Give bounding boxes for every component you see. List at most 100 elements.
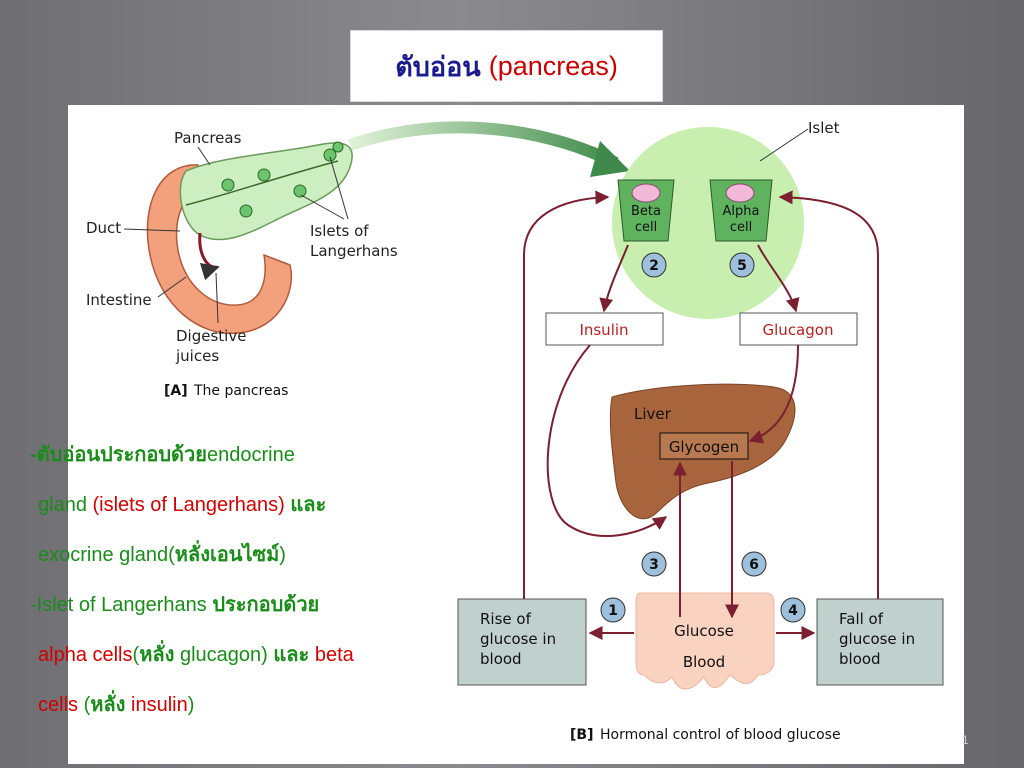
caption-b-tag: [B] xyxy=(570,727,593,743)
glycogen-box xyxy=(659,432,749,460)
caption-a-tag: [A] xyxy=(164,383,188,399)
label-insulin: Insulin xyxy=(579,321,628,339)
step-3-label: 3 xyxy=(649,557,659,573)
label-blood: Blood xyxy=(683,653,725,671)
pancreas-shape xyxy=(179,141,353,281)
slide-title: ตับอ่อน (pancreas) xyxy=(350,30,663,102)
page-number: 1 xyxy=(962,733,969,747)
label-islet: Islet xyxy=(808,119,840,137)
note-4a: -Islet of Langerhans xyxy=(30,594,213,616)
step-4-badge xyxy=(780,597,806,623)
diagram-panel: Pancreas Duct Intestine Islets of Langer… xyxy=(68,105,964,764)
note-5c: หลั่ง xyxy=(139,644,175,666)
note-1b: endocrine xyxy=(206,444,295,466)
label-fall-1: Fall of xyxy=(839,610,884,628)
label-rise-3: blood xyxy=(480,650,522,668)
arrow-beta-to-insulin xyxy=(599,244,629,313)
note-line-4: -Islet of Langerhans ประกอบด้วย xyxy=(30,580,354,630)
note-6c: หลั่ง xyxy=(90,694,126,716)
label-fall-3: blood xyxy=(839,650,881,668)
note-3a: exocrine gland( xyxy=(38,544,175,566)
note-6a: cells xyxy=(38,694,79,716)
step-3-badge xyxy=(641,551,667,577)
note-line-5: alpha cells(หลั่ง glucagon) และ beta xyxy=(30,630,354,680)
note-2c: และ xyxy=(284,494,327,516)
alpha-cell: Alpha cell xyxy=(709,179,773,242)
beta-cell: Beta cell xyxy=(617,179,675,242)
step-4-label: 4 xyxy=(788,603,798,619)
leader-islet xyxy=(759,128,809,162)
feedback-arrows xyxy=(523,190,879,640)
note-6b: ( xyxy=(78,694,91,716)
intestine-shape xyxy=(146,164,293,335)
label-fall-2: glucose in xyxy=(839,630,915,648)
label-islets-2: Langerhans xyxy=(310,242,398,260)
rise-box xyxy=(457,598,587,686)
notes-text: -ตับอ่อนประกอบด้วยendocrine gland (islet… xyxy=(30,430,354,730)
note-6d: insulin xyxy=(125,694,188,716)
label-alpha-2: cell xyxy=(730,220,752,235)
label-glycogen: Glycogen xyxy=(669,438,739,456)
arrow-glucagon-to-glycogen xyxy=(748,344,799,444)
leader-intestine xyxy=(157,276,187,298)
step-6-badge xyxy=(741,551,767,577)
leader-islets-b xyxy=(300,194,345,220)
label-digestive-1: Digestive xyxy=(176,327,246,345)
label-glucose: Glucose xyxy=(674,622,734,640)
note-5b: ( xyxy=(132,644,140,666)
note-4b: ประกอบด้วย xyxy=(212,594,320,616)
step-2-badge xyxy=(641,252,667,278)
caption-a-text: The pancreas xyxy=(193,383,288,399)
note-5a: alpha cells xyxy=(38,644,133,666)
label-duct: Duct xyxy=(86,219,121,237)
note-line-6: cells (หลั่ง insulin) xyxy=(30,680,354,730)
leader-digestive xyxy=(215,272,219,324)
note-line-2: gland (islets of Langerhans) และ xyxy=(30,480,354,530)
arrow-alpha-to-glucagon xyxy=(757,244,800,313)
fall-box xyxy=(816,598,944,686)
caption-b-text: Hormonal control of blood glucose xyxy=(600,727,841,743)
label-beta-2: cell xyxy=(635,220,657,235)
label-pancreas: Pancreas xyxy=(174,129,242,147)
step-5-label: 5 xyxy=(737,258,747,274)
note-3c: ) xyxy=(279,544,286,566)
step-1-label: 1 xyxy=(608,603,618,619)
step-2-label: 2 xyxy=(649,258,659,274)
label-islets-1: Islets of xyxy=(310,222,369,240)
step-5-badge xyxy=(729,252,755,278)
label-glucagon: Glucagon xyxy=(763,321,834,339)
arrow-rise-to-beta xyxy=(523,190,610,599)
note-5e: และ xyxy=(273,644,310,666)
note-6e: ) xyxy=(187,694,195,716)
note-line-3: exocrine gland(หลั่งเอนไซม์) xyxy=(30,530,354,580)
label-intestine: Intestine xyxy=(86,291,152,309)
label-rise-2: glucose in xyxy=(480,630,556,648)
note-3b: หลั่งเอนไซม์ xyxy=(174,544,280,566)
step-6-label: 6 xyxy=(749,557,759,573)
step-1-badge xyxy=(600,597,626,623)
leader-pancreas xyxy=(197,146,211,166)
label-alpha-1: Alpha xyxy=(723,204,760,219)
zoom-arrow xyxy=(348,121,619,169)
arrow-insulin-to-liver xyxy=(546,344,668,537)
leader-duct xyxy=(123,228,181,232)
label-rise-1: Rise of xyxy=(480,610,532,628)
note-5f: beta xyxy=(309,644,354,666)
pancreas-diagram: Pancreas Duct Intestine Islets of Langer… xyxy=(86,119,944,743)
slide-title-thai: ตับอ่อน xyxy=(395,51,481,82)
insulin-box xyxy=(545,312,664,346)
leader-islets-a xyxy=(329,156,349,220)
arrow-fall-to-alpha xyxy=(778,190,879,599)
blood-glucose-shape xyxy=(635,592,775,690)
label-digestive-2: juices xyxy=(175,347,219,365)
note-1a: -ตับอ่อนประกอบด้วย xyxy=(30,444,207,466)
note-line-1: -ตับอ่อนประกอบด้วยendocrine xyxy=(30,430,354,480)
glucagon-box xyxy=(739,312,858,346)
slide-title-english: (pancreas) xyxy=(488,50,618,81)
zoom-arrow-head xyxy=(590,141,630,177)
note-2a: gland xyxy=(38,494,93,516)
label-liver: Liver xyxy=(634,405,672,423)
note-5d: glucagon) xyxy=(174,644,274,666)
label-beta-1: Beta xyxy=(631,204,661,219)
note-2b: (islets of Langerhans) xyxy=(92,494,285,516)
